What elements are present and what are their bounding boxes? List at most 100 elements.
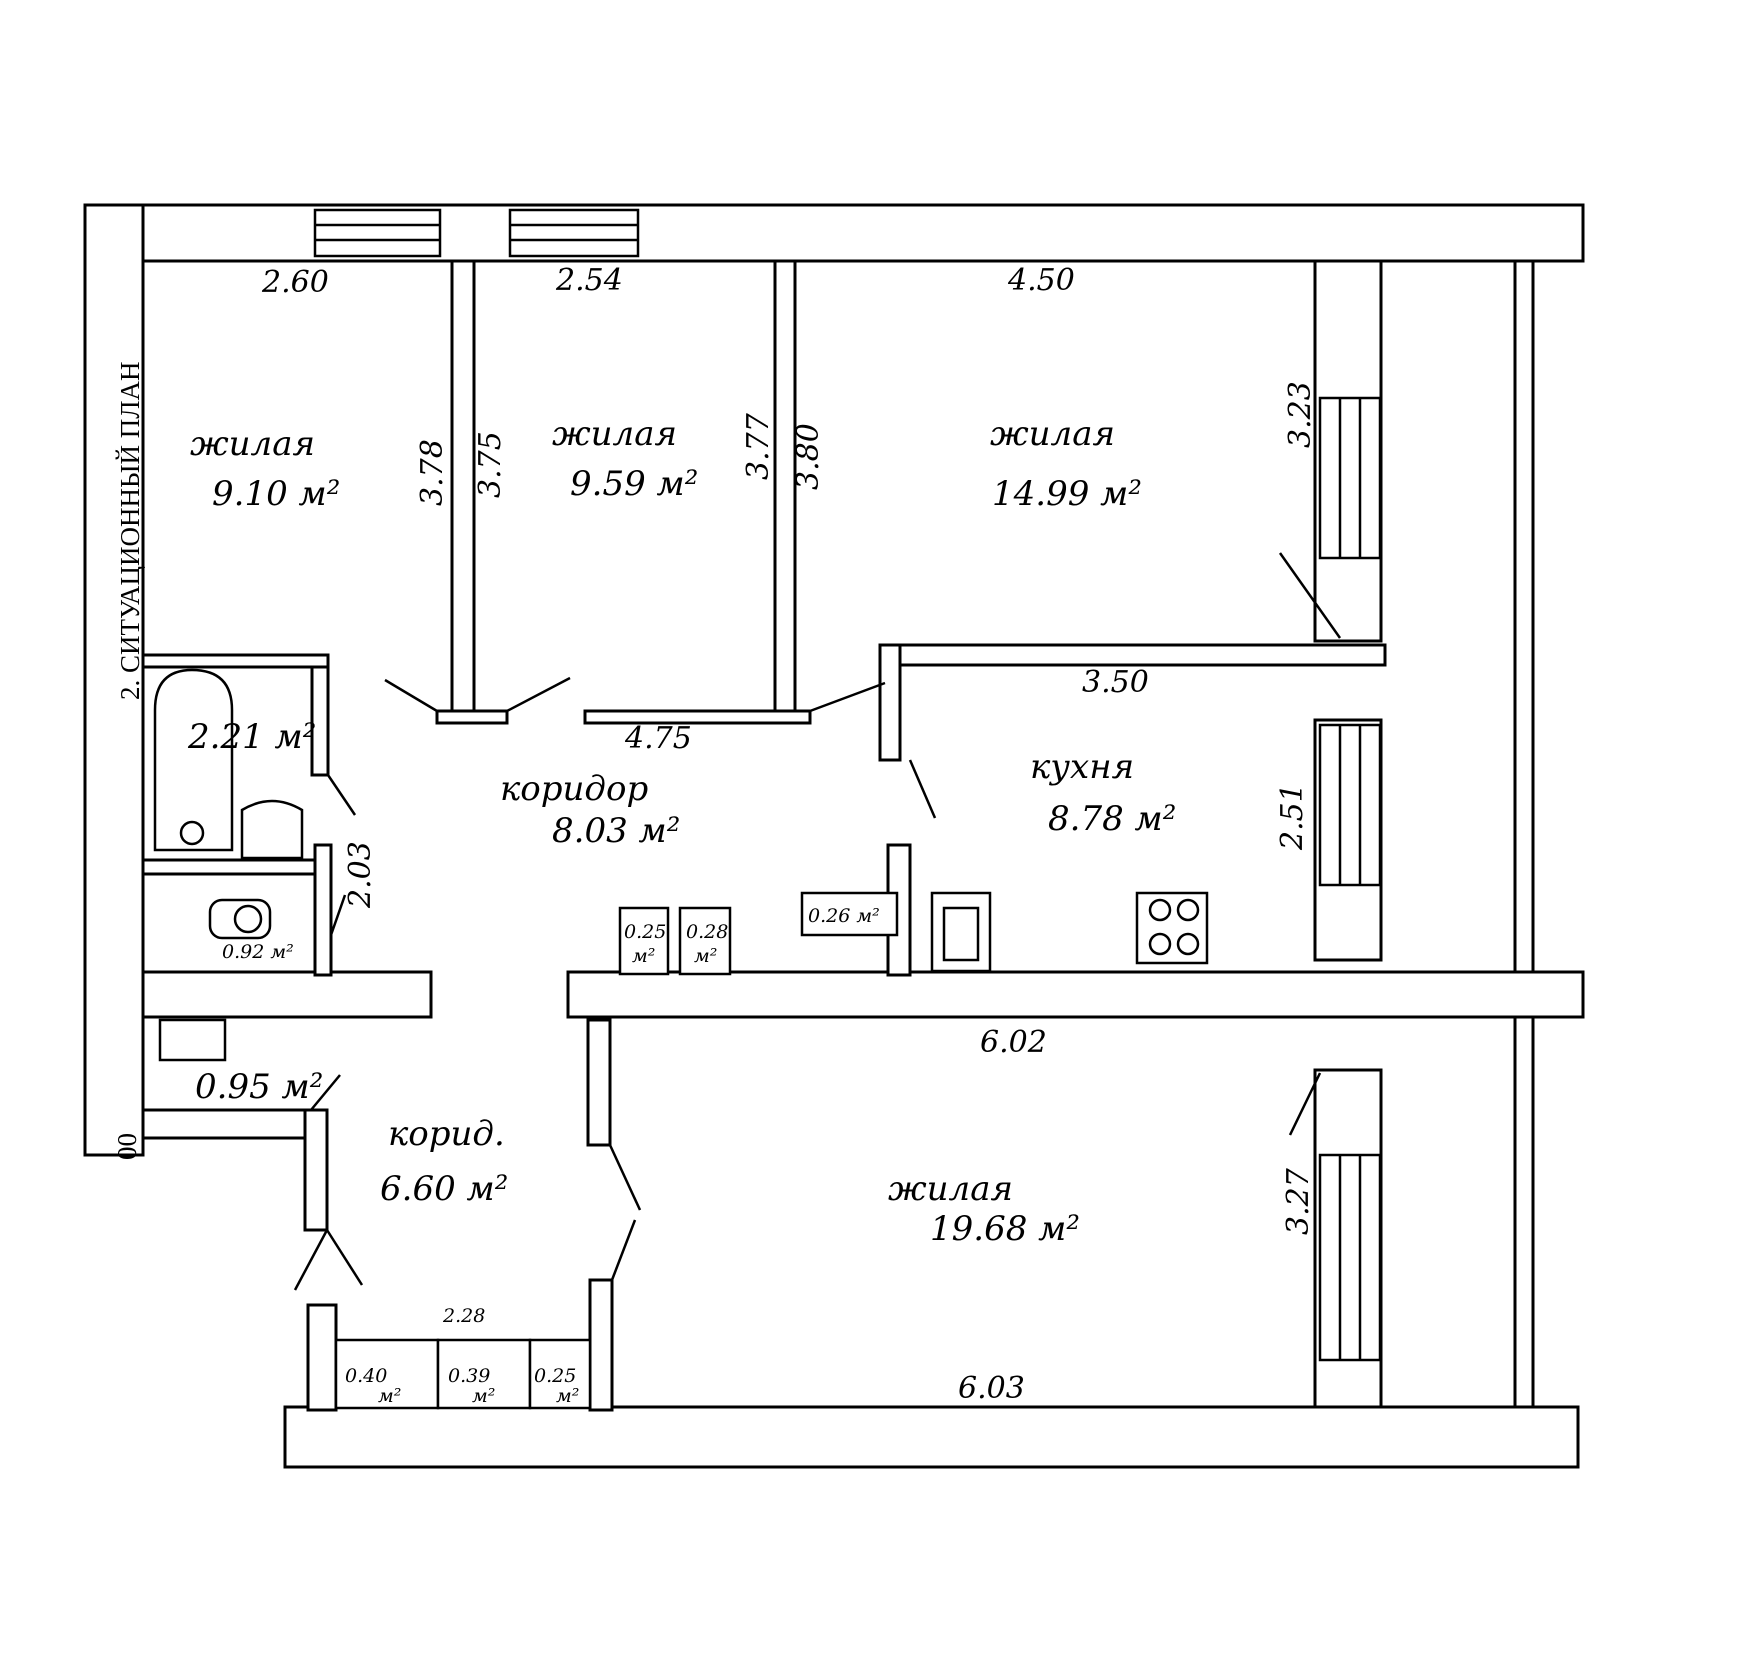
stove-burner-2 xyxy=(1176,898,1200,922)
living-3-area: 14.99 м² xyxy=(992,474,1142,514)
living-1-area: 9.10 м² xyxy=(212,474,340,514)
mid-horizontal-wall-left xyxy=(141,970,433,1019)
closet-4 xyxy=(334,1338,440,1410)
closet-4-label: 0.40 xyxy=(345,1365,387,1387)
corridor-top-wall-b xyxy=(583,709,812,725)
door-storage xyxy=(310,1074,341,1111)
storage-area: 0.95 м² xyxy=(195,1067,323,1107)
closet-6-label: 0.25 xyxy=(534,1365,576,1387)
closet-3-label: 0.26 м² xyxy=(808,905,880,927)
door-living-4-a xyxy=(608,1144,642,1211)
bathtub xyxy=(153,668,234,852)
window-top-1 xyxy=(313,208,442,258)
dim-h-living-2b: 3.77 xyxy=(741,412,776,480)
door-living-1 xyxy=(384,678,438,713)
dim-h-living-4: 3.27 xyxy=(1281,1167,1316,1235)
kitchen-area: 8.78 м² xyxy=(1048,799,1176,839)
bathtub-drain xyxy=(179,820,205,846)
corridor-name: коридор xyxy=(500,769,648,809)
window-right-2 xyxy=(1318,723,1382,887)
dim-h-living-1: 3.78 xyxy=(415,439,450,506)
closet-labels: 0.25 м² 0.28 м² 0.26 м² 0.40 м² 0.39 м² … xyxy=(345,905,880,1407)
closet-6-unit: м² xyxy=(556,1385,579,1407)
living-4-name: жилая xyxy=(888,1169,1013,1209)
dim-h-living-3a: 3.80 xyxy=(791,423,826,490)
closet-1-label: 0.25 xyxy=(624,921,666,943)
dim-w-living-4-bottom: 6.03 xyxy=(958,1371,1025,1406)
closet-5-unit: м² xyxy=(472,1385,495,1407)
kitchen-sink-inner xyxy=(942,906,980,962)
top-outer-wall xyxy=(83,203,1585,263)
bath-right-wall xyxy=(310,653,330,777)
dim-w-living-2: 2.54 xyxy=(555,263,623,298)
closet-4-unit: м² xyxy=(378,1385,401,1407)
bathroom-area: 2.21 м² xyxy=(187,717,316,757)
closet-5-label: 0.39 xyxy=(448,1365,490,1387)
bottom-outer-wall xyxy=(283,1405,1580,1469)
living-4-area: 19.68 м² xyxy=(930,1209,1080,1249)
corridor-area: 8.03 м² xyxy=(552,811,680,851)
toilet-seat xyxy=(233,904,263,934)
door-living-4-balcony xyxy=(1288,1072,1322,1136)
window-top-2 xyxy=(508,208,640,258)
plan-title: 2. СИТУАЦИОННЫЙ ПЛАН xyxy=(115,361,145,700)
dim-w-living-1: 2.60 xyxy=(261,265,329,300)
corridor2-right-wall-lower xyxy=(588,1278,614,1412)
closet-3 xyxy=(800,891,899,937)
partition-1 xyxy=(450,259,476,713)
dim-w-closets: 2.28 xyxy=(442,1305,485,1327)
dim-w-living-4-top: 6.02 xyxy=(980,1025,1047,1060)
living-2-name: жилая xyxy=(552,414,677,454)
dim-w-living-3: 4.50 xyxy=(1007,263,1075,298)
dim-w-kitchen: 3.50 xyxy=(1082,665,1149,700)
washbasin xyxy=(240,799,304,860)
bath-bottom-wall xyxy=(141,858,330,876)
window-storage xyxy=(158,1018,227,1062)
door-entrance-b xyxy=(325,1229,364,1286)
balcony-rail xyxy=(1513,259,1535,1418)
closets-left-wall xyxy=(306,1303,338,1412)
dim-h-living-2a: 3.75 xyxy=(473,431,508,498)
corridor2-right-wall xyxy=(586,1018,612,1147)
door-kitchen xyxy=(908,759,937,819)
door-entrance-a xyxy=(293,1229,329,1291)
living-3-name: жилая xyxy=(990,414,1115,454)
edge-mark: 00 xyxy=(112,1133,142,1160)
door-living-3-balcony xyxy=(1278,552,1342,639)
closet-6 xyxy=(528,1338,592,1410)
stove-burner-1 xyxy=(1148,898,1172,922)
dim-w-corridor: 4.75 xyxy=(624,721,692,756)
fixtures xyxy=(153,668,1209,973)
room-labels: жилая 9.10 м² жилая 9.59 м² жилая 14.99 … xyxy=(187,414,1176,1249)
left-outer-wall xyxy=(83,203,145,1157)
closet-2-unit: м² xyxy=(694,945,717,967)
kitchen-name: кухня xyxy=(1030,747,1134,787)
bath-top-wall xyxy=(141,653,330,669)
dim-h-kitchen: 2.51 xyxy=(1275,783,1310,851)
door-toilet xyxy=(329,894,347,936)
kitchen-top-wall xyxy=(878,643,1387,667)
toilet-area: 0.92 м² xyxy=(222,941,294,963)
door-living-3 xyxy=(809,681,886,713)
closet-1-unit: м² xyxy=(632,945,655,967)
mid-horizontal-wall-right xyxy=(566,970,1585,1019)
dim-h-living-3b: 3.23 xyxy=(1283,381,1318,448)
stove-burner-3 xyxy=(1148,932,1172,956)
living-1-name: жилая xyxy=(190,424,315,464)
closets xyxy=(334,891,899,1410)
windows xyxy=(158,208,1382,1362)
storage-bottom-wall xyxy=(141,1108,313,1140)
closet-1 xyxy=(618,906,670,976)
dimension-labels: 2.60 2.54 4.50 3.78 3.75 3.77 3.80 3.23 … xyxy=(261,263,1318,1406)
closet-2-label: 0.28 xyxy=(686,921,728,943)
corridor-top-wall-a xyxy=(435,709,509,725)
door-living-2 xyxy=(506,676,571,713)
closet-5 xyxy=(436,1338,532,1410)
corridor-2-name: корид. xyxy=(388,1114,505,1154)
closet-2 xyxy=(678,906,732,976)
living-2-area: 9.59 м² xyxy=(570,464,698,504)
kitchen-left-wall xyxy=(878,643,902,762)
doors xyxy=(293,552,1342,1291)
door-bathroom xyxy=(326,774,357,816)
